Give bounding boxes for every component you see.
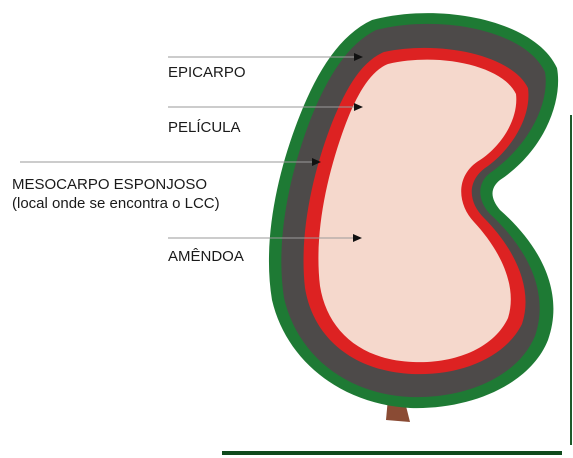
ground-line <box>222 451 562 455</box>
pellicle-label: PELÍCULA <box>168 119 241 137</box>
side-line <box>570 115 572 445</box>
mesocarp-label-line1: MESOCARPO ESPONJOSO <box>12 176 207 194</box>
mesocarp-label-line2: (local onde se encontra o LCC) <box>12 195 220 213</box>
kernel-label: AMÊNDOA <box>168 248 244 266</box>
epicarp-label: EPICARPO <box>168 64 246 82</box>
